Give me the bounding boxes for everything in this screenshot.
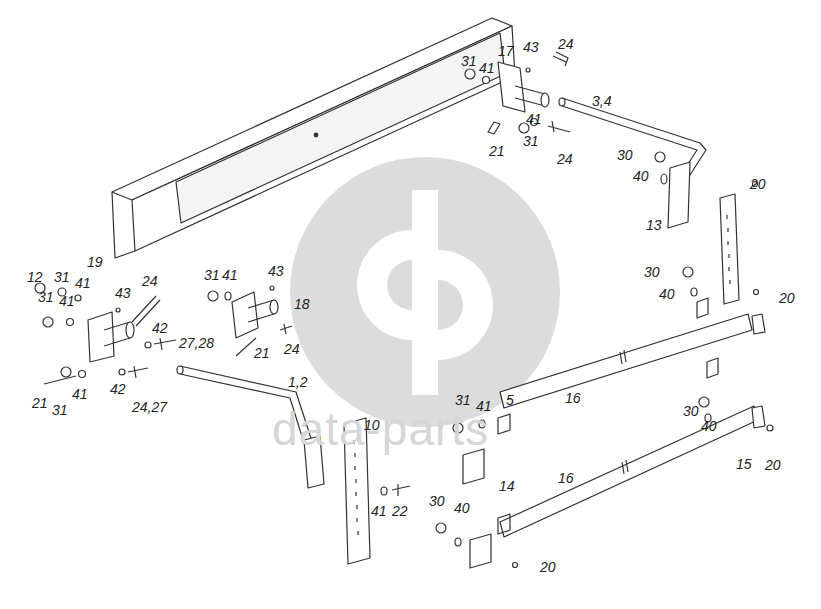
callout-number: 19 [87,254,103,270]
callout-number: 41 [72,386,88,402]
callout-number: 14 [499,478,515,494]
callout-number: 40 [701,418,717,434]
callout-number: 30 [644,264,660,280]
callout-number: 17 [498,43,514,59]
callout-number: 41 [526,111,542,127]
callout-number: 30 [683,403,699,419]
callout-number: 5 [506,392,514,408]
callout-number: 42 [110,381,126,397]
parts [35,18,773,568]
callout-number: 3,4 [592,93,611,109]
callout-number: 16 [558,470,574,486]
callout-number: 30 [617,147,633,163]
callout-number: 20 [779,290,795,306]
callout-number: 41 [371,503,387,519]
callout-number: 30 [429,493,445,509]
callout-number: 43 [523,39,539,55]
callout-number: 31 [38,289,54,305]
callout-number: 13 [646,217,662,233]
callout-number: 22 [392,503,408,519]
callout-number: 18 [294,296,310,312]
callout-number: 21 [32,395,48,411]
callout-number: 24 [558,36,574,52]
callout-number: 20 [750,176,766,192]
callout-number: 21 [254,345,270,361]
callout-number: 43 [268,263,284,279]
callout-number: 40 [454,500,470,516]
callout-number: 41 [479,60,495,76]
callout-number: 16 [565,390,581,406]
callout-number: 31 [52,402,68,418]
callout-number: 24 [557,151,573,167]
callout-number: 20 [765,457,781,473]
callout-number: 42 [152,320,168,336]
callout-number: 20 [540,559,556,575]
callout-number: 31 [204,267,220,283]
callout-number: 31 [461,53,477,69]
callout-number: 40 [633,168,649,184]
callout-number: 27,28 [179,335,214,351]
callout-number: 1,2 [288,374,307,390]
callout-number: 15 [736,456,752,472]
callout-number: 41 [222,267,238,283]
callout-number: 24 [284,341,300,357]
callout-number: 40 [659,286,675,302]
callout-number: 31 [523,133,539,149]
callout-number: 41 [75,275,91,291]
callout-number: 41 [59,293,75,309]
callout-number: 43 [115,285,131,301]
callout-number: 12 [27,269,43,285]
callout-number: 24 [142,273,158,289]
callout-number: 31 [54,269,70,285]
watermark-text: data-parts [272,404,489,454]
callout-number: 24,27 [132,399,167,415]
callout-number: 21 [489,143,505,159]
